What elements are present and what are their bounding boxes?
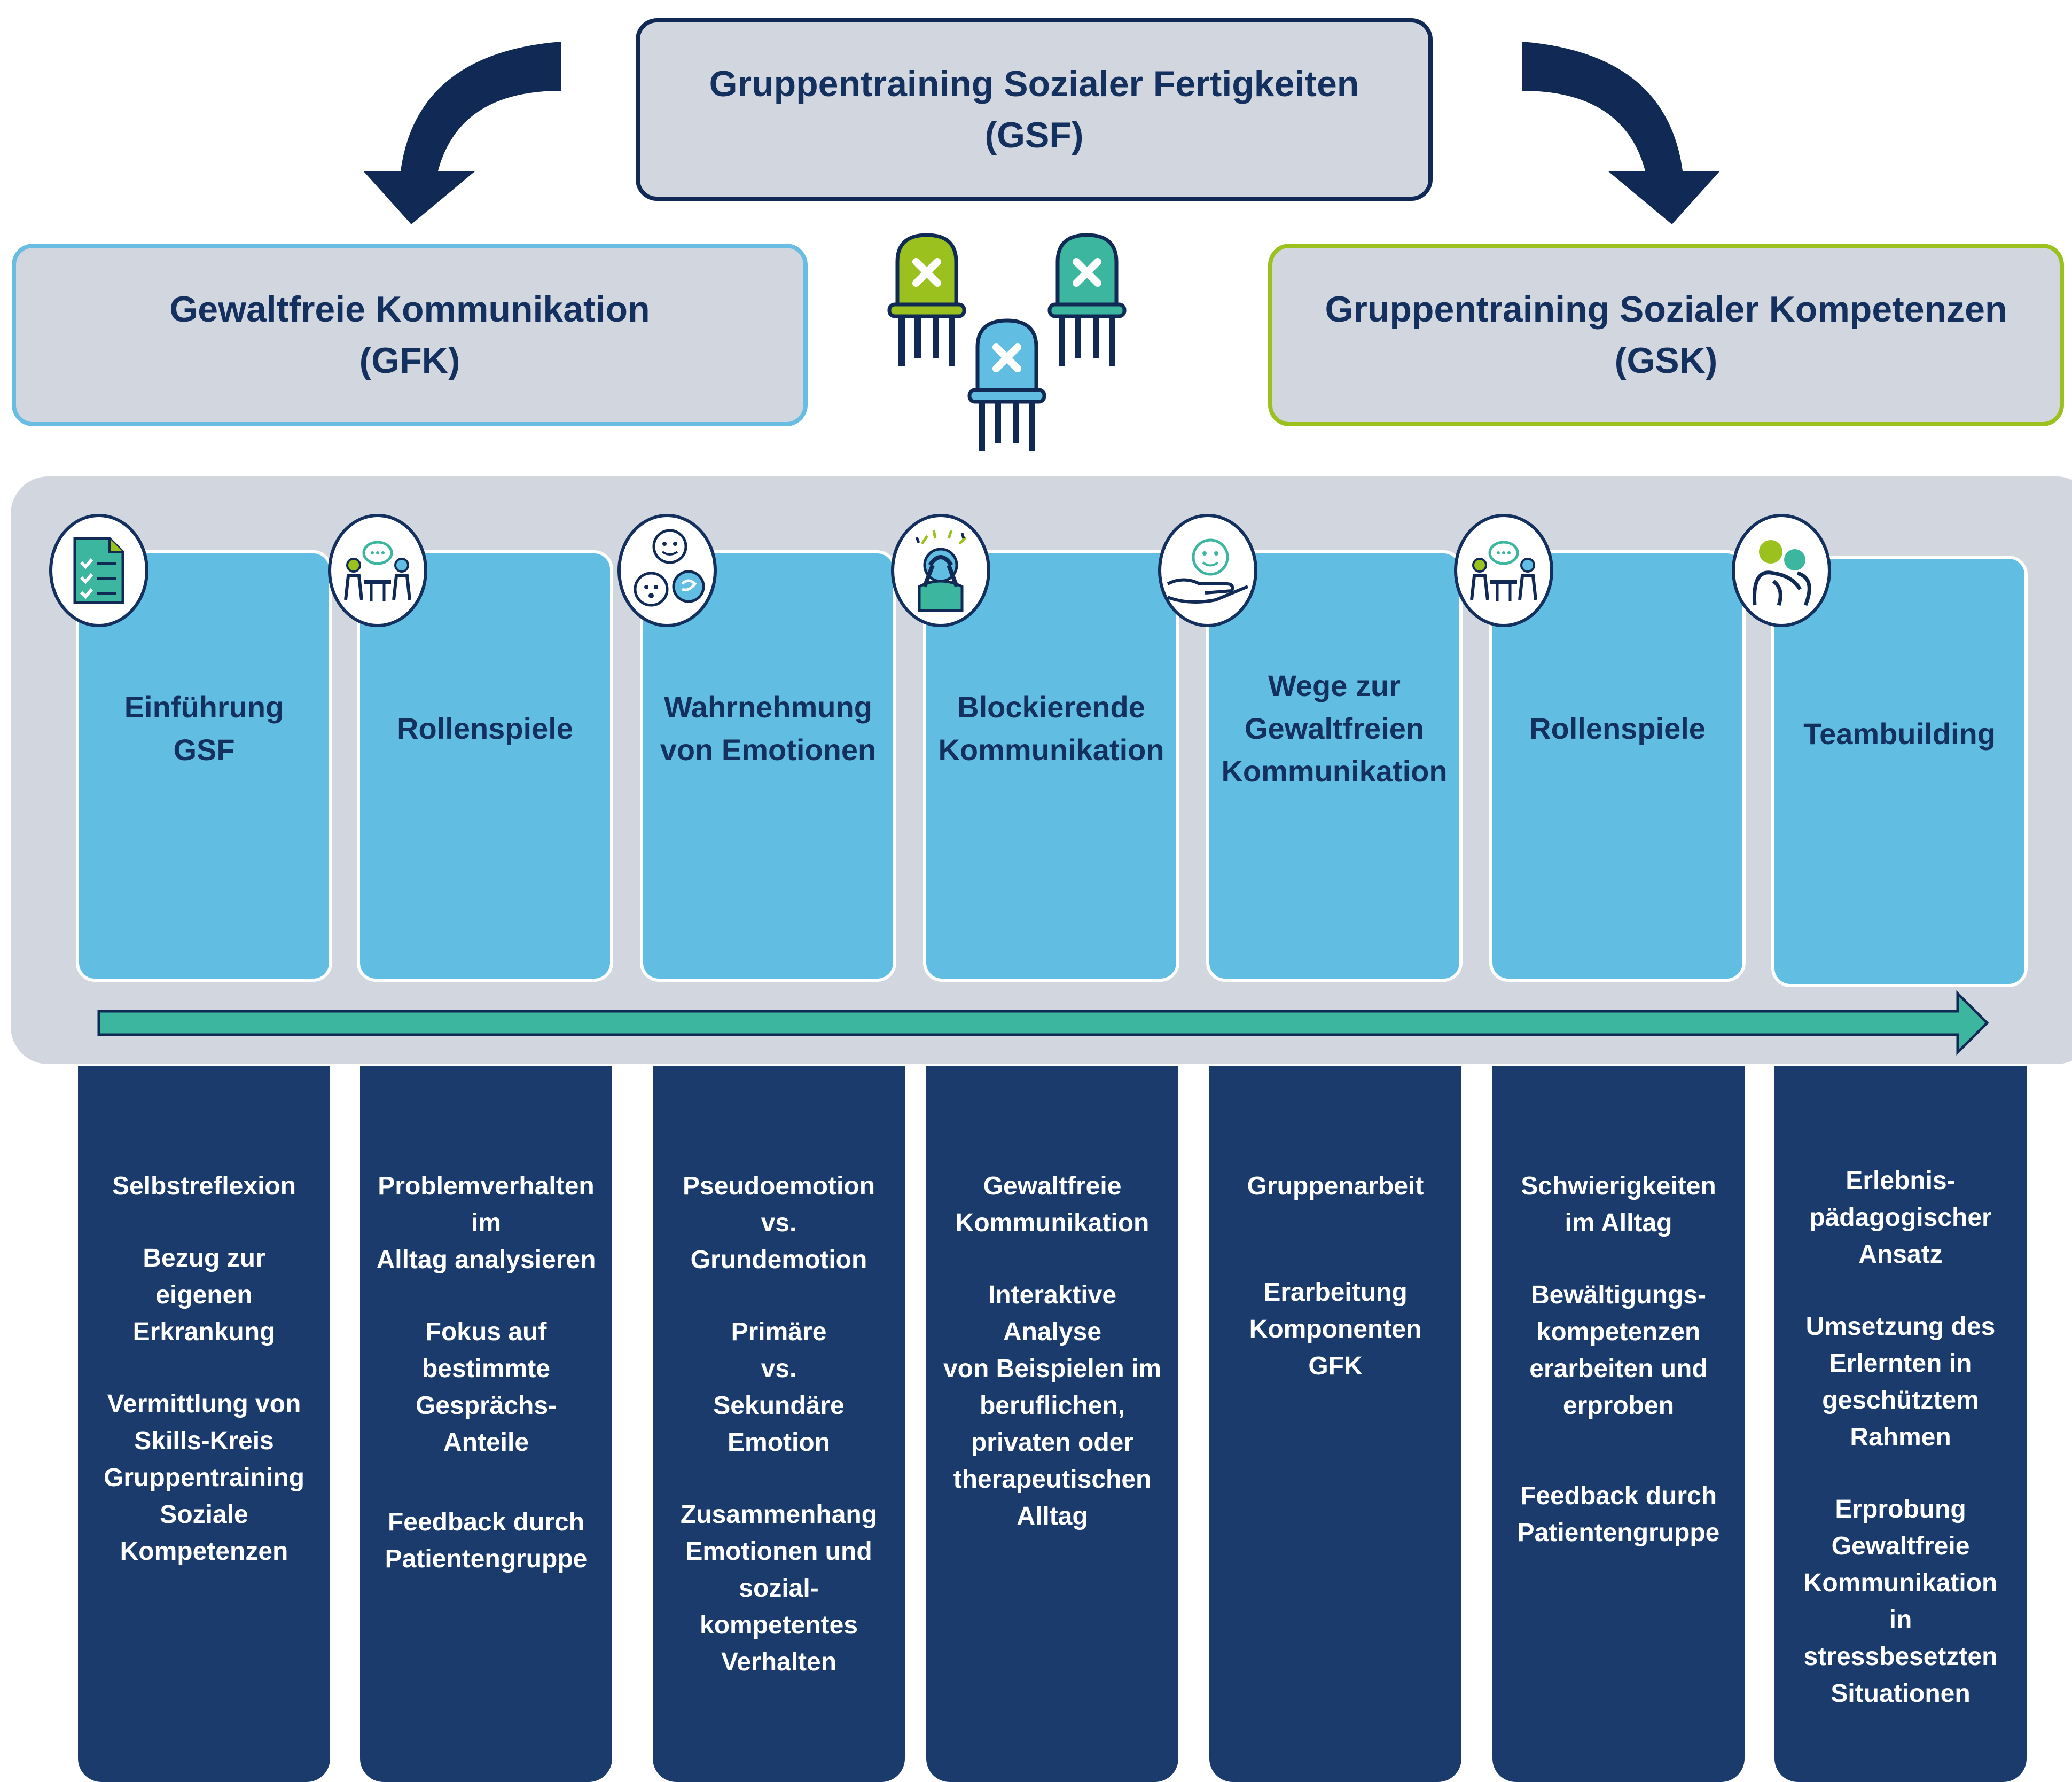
topic-card-wege: Wege zur Gewaltfreien Kommunikation bbox=[1206, 550, 1463, 982]
gfk-abbreviation: (GFK) bbox=[359, 340, 460, 381]
detail-item: Pseudoemotion vs. Grundemotion bbox=[682, 1172, 875, 1274]
topic-label: Rollenspiele bbox=[397, 712, 573, 745]
conversation-icon bbox=[1454, 514, 1553, 627]
gsf-abbreviation: (GSF) bbox=[984, 115, 1084, 155]
detail-column-blockierende: Gewaltfreie Kommunikation Interaktive An… bbox=[926, 1066, 1178, 1782]
detail-column-wege: Gruppenarbeit Erarbeitung Komponenten GF… bbox=[1209, 1066, 1461, 1782]
chair-lime-icon bbox=[887, 233, 966, 366]
detail-item: Erprobung Gewaltfreie Kommunikation in s… bbox=[1803, 1495, 1998, 1708]
detail-column-rollenspiele-1: Problemverhalten im Alltag analysieren F… bbox=[360, 1066, 612, 1782]
detail-item: Feedback durch Patientengruppe bbox=[385, 1508, 588, 1573]
detail-item: Vermittlung von Skills-Kreis Gruppentrai… bbox=[104, 1390, 304, 1566]
emotions-icon bbox=[617, 514, 717, 627]
caring-hand-icon bbox=[1158, 514, 1257, 627]
blocked-mind-icon bbox=[891, 514, 990, 627]
gfk-title-box: Gewaltfreie Kommunikation (GFK) bbox=[12, 244, 808, 426]
topic-card-rollenspiele-1: Rollenspiele bbox=[357, 550, 613, 982]
topic-card-blockierende: Blockierende Kommunikation bbox=[923, 550, 1179, 982]
team-people-icon bbox=[1732, 514, 1831, 627]
detail-item: Erarbeitung Komponenten GFK bbox=[1249, 1278, 1422, 1380]
conversation-icon bbox=[328, 514, 427, 627]
detail-item: Zusammenhang Emotionen und sozial- kompe… bbox=[680, 1500, 878, 1676]
gsf-title-box: Gruppentraining Sozialer Fertigkeiten (G… bbox=[636, 18, 1433, 201]
gsk-title-box: Gruppentraining Sozialer Kompetenzen (GS… bbox=[1268, 244, 2064, 426]
detail-item: Umsetzung des Erlernten in geschütztem R… bbox=[1805, 1312, 1996, 1451]
curved-arrow-left-icon bbox=[363, 42, 561, 224]
detail-item: Feedback durch Patientengruppe bbox=[1517, 1482, 1720, 1547]
gsf-title: Gruppentraining Sozialer Fertigkeiten bbox=[709, 64, 1359, 104]
detail-item: Primäre vs. Sekundäre Emotion bbox=[713, 1318, 845, 1457]
topic-card-rollenspiele-2: Rollenspiele bbox=[1489, 550, 1746, 982]
detail-item: Gruppenarbeit bbox=[1247, 1172, 1424, 1200]
topic-label: Wege zur Gewaltfreien Kommunikation bbox=[1221, 669, 1448, 788]
detail-item: Gewaltfreie Kommunikation bbox=[955, 1172, 1150, 1237]
detail-item: Bewältigungs- kompetenzen erarbeiten und… bbox=[1529, 1281, 1708, 1420]
detail-column-teambuilding: Erlebnis- pädagogischer Ansatz Umsetzung… bbox=[1774, 1066, 2027, 1782]
detail-item: Bezug zur eigenen Erkrankung bbox=[132, 1244, 276, 1346]
chair-blue-icon bbox=[967, 318, 1046, 451]
detail-column-wahrnehmung: Pseudoemotion vs. Grundemotion Primäre v… bbox=[653, 1066, 905, 1782]
detail-column-rollenspiele-2: Schwierigkeiten im Alltag Bewältigungs- … bbox=[1492, 1066, 1745, 1782]
timeline-arrow bbox=[97, 990, 1989, 1056]
gsk-title: Gruppentraining Sozialer Kompetenzen bbox=[1325, 289, 2007, 330]
detail-item: Selbstreflexion bbox=[112, 1172, 296, 1200]
detail-item: Erlebnis- pädagogischer Ansatz bbox=[1809, 1167, 1992, 1269]
detail-item: Interaktive Analyse von Beispielen im be… bbox=[943, 1281, 1162, 1530]
chairs-icon bbox=[887, 233, 1127, 451]
topic-label: Wahrnehmung von Emotionen bbox=[660, 690, 877, 767]
topic-label: Blockierende Kommunikation bbox=[938, 690, 1164, 767]
detail-item: Problemverhalten im Alltag analysieren bbox=[376, 1172, 596, 1274]
detail-item: Fokus auf bestimmte Gesprächs- Anteile bbox=[415, 1318, 557, 1457]
detail-column-einfuehrung: Selbstreflexion Bezug zur eigenen Erkran… bbox=[78, 1066, 330, 1782]
topic-label: Rollenspiele bbox=[1529, 712, 1706, 745]
topic-label: Teambuilding bbox=[1803, 717, 1996, 751]
gfk-title: Gewaltfreie Kommunikation bbox=[169, 289, 650, 330]
gsk-abbreviation: (GSK) bbox=[1614, 340, 1718, 381]
topic-label: Einführung GSF bbox=[124, 690, 284, 767]
topic-card-teambuilding: Teambuilding bbox=[1771, 556, 2028, 987]
chair-teal-icon bbox=[1047, 233, 1127, 366]
checklist-icon bbox=[49, 514, 148, 627]
detail-item: Schwierigkeiten im Alltag bbox=[1521, 1172, 1716, 1237]
curved-arrow-right-icon bbox=[1522, 42, 1720, 224]
